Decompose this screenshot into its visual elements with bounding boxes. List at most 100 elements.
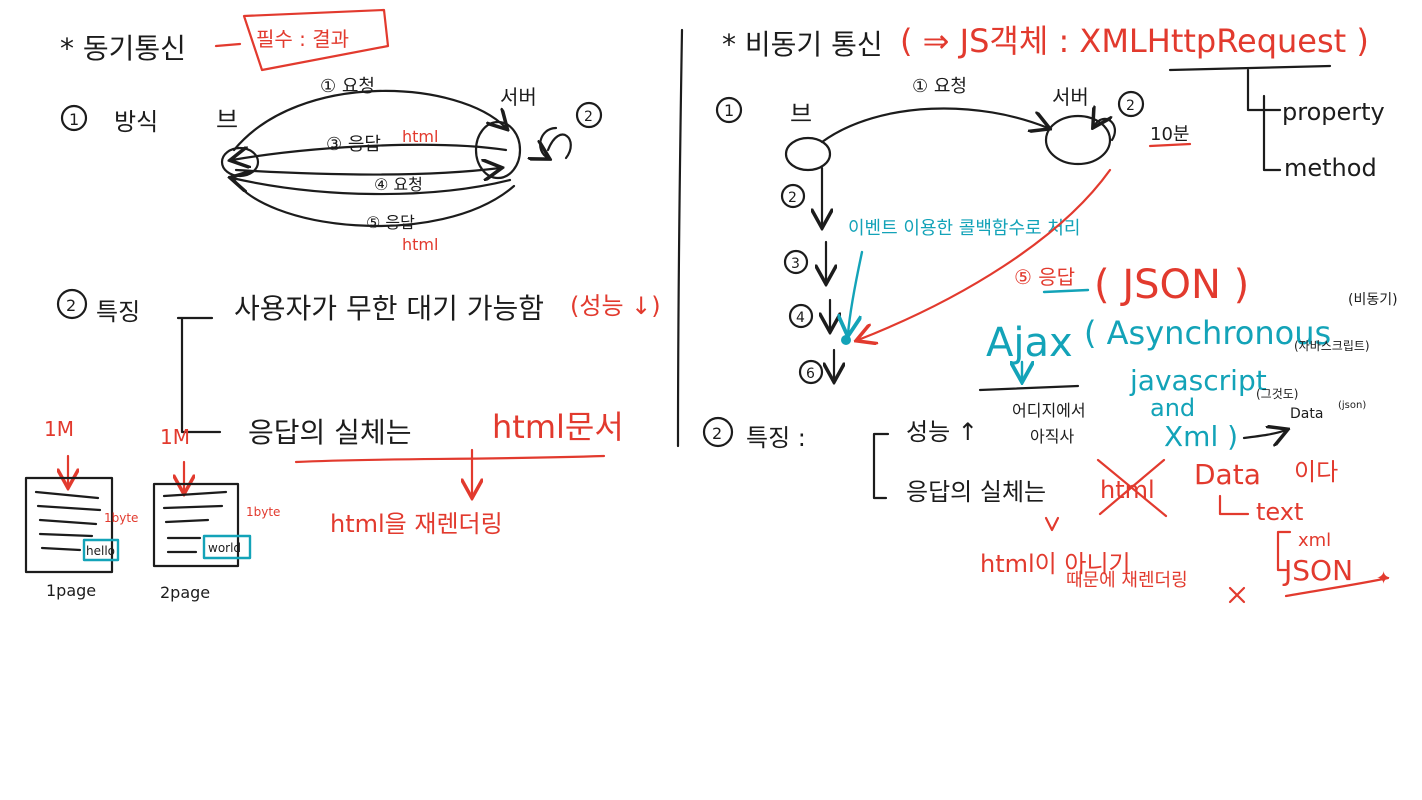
section2-num: 2	[66, 296, 76, 315]
ajax-xml: Xml )	[1164, 420, 1238, 453]
sync-step3: ③ 응답	[326, 134, 381, 155]
async-title: * 비동기 통신	[722, 28, 883, 61]
callback-dot	[841, 335, 851, 345]
page2-doc	[152, 482, 240, 568]
data-type-xml: xml	[1298, 530, 1331, 551]
response-arrow	[858, 168, 1112, 340]
server-step-circle	[575, 101, 603, 129]
ajax-asynchronous: ( Asynchronous	[1084, 314, 1331, 352]
async-section1-circle	[715, 96, 743, 124]
arc-response-1	[232, 143, 508, 160]
feature1-note: (성능 ↓)	[570, 292, 661, 320]
seq2-circle	[780, 183, 806, 209]
async-feature-bracket	[872, 432, 890, 500]
page2-size: 1M	[160, 425, 190, 449]
wait-time-underline	[1148, 142, 1192, 148]
tree-property: property	[1282, 98, 1385, 126]
sync-step5-html: html	[402, 235, 438, 254]
sync-step3-html: html	[402, 127, 438, 146]
page1-box-text: hello	[86, 544, 115, 558]
section-divider	[676, 28, 684, 448]
resp-line: 응답의 실체는	[906, 478, 1046, 506]
async-section2-label: 특징 :	[746, 424, 806, 452]
data-arrow-note: (json)	[1338, 400, 1366, 411]
title-dash	[214, 42, 242, 48]
seq-step2: 2	[788, 190, 797, 206]
section1-circle	[60, 104, 88, 132]
title-note-box	[242, 8, 390, 72]
data-type-json: JSON	[1282, 554, 1353, 587]
async-title-note: ( ⇒ JS객체 : XMLHttpRequest )	[900, 22, 1369, 60]
section1-label: 방식	[114, 108, 158, 136]
page1-lines	[34, 490, 102, 552]
async-server-node	[1044, 114, 1112, 166]
page1-byte: 1byte	[104, 511, 138, 525]
section1-num: 1	[69, 110, 79, 129]
json-underline	[1284, 576, 1390, 598]
perf-line: 성능 ↑	[906, 418, 978, 446]
sync-section: * 동기통신 필수 : 결과 1 방식 브 서버 2 ① 요청 ③ 응답 htm…	[24, 8, 661, 602]
seq6-circle	[798, 359, 824, 385]
seq-step3: 3	[791, 256, 800, 272]
async-section: * 비동기 통신 ( ⇒ JS객체 : XMLHttpRequest ) pro…	[702, 22, 1398, 604]
feature2-underline	[294, 454, 606, 464]
perf-overline	[978, 384, 1080, 392]
sync-step1: ① 요청	[320, 76, 375, 97]
async-step2-server: 2	[1126, 98, 1135, 114]
server-loop	[546, 133, 572, 160]
html-cross	[1096, 458, 1168, 518]
not-html: html이 아니기	[980, 550, 1131, 578]
data-arrow-pre: (그것도)	[1256, 387, 1298, 401]
json-star: ✦	[1376, 568, 1391, 589]
sync-step4: ④ 요청	[374, 175, 423, 194]
response: ⑤ 응답	[1014, 265, 1075, 289]
section2-label: 특징	[96, 298, 140, 326]
async-step1: ① 요청	[912, 76, 967, 97]
xhr-tree	[1168, 64, 1332, 172]
async-browser-node	[784, 136, 832, 172]
ajax: Ajax	[986, 320, 1073, 366]
seq-step6: 6	[806, 366, 815, 382]
rerender-note: html을 재렌더링	[330, 510, 503, 538]
no-rerender-cross	[1228, 586, 1246, 604]
not-html-arrow	[1044, 516, 1060, 532]
sync-step2: 2	[584, 109, 593, 125]
ajax-javascript: javascript	[1129, 364, 1267, 397]
arc-request-1	[232, 89, 506, 152]
feature-bracket	[176, 316, 222, 434]
async-browser-label: 브	[790, 100, 812, 128]
ajax-and: and	[1150, 394, 1195, 422]
ajax-async-note: (비동기)	[1348, 292, 1398, 308]
feature2: 응답의 실체는	[248, 416, 411, 449]
arc-response-2	[232, 178, 512, 196]
seq3-circle	[783, 249, 809, 275]
data-arrow	[1242, 430, 1286, 438]
page1-doc	[24, 476, 114, 574]
page2-byte: 1byte	[246, 505, 280, 519]
ajax-js-note: (자바스크립트)	[1294, 339, 1370, 353]
page2-box-text: world	[208, 541, 241, 555]
async-section1-num: 1	[724, 101, 734, 120]
arc-outer	[230, 174, 516, 227]
wait-time: 10분	[1150, 124, 1189, 145]
page2-caption: 2page	[160, 583, 210, 602]
response-underline	[1042, 288, 1090, 294]
event-note: 이벤트 이용한 콜백함수로 처리	[848, 218, 1080, 239]
sync-title: * 동기통신	[60, 32, 186, 65]
browser-label: 브	[216, 106, 238, 134]
no-rerender: 때문에 재렌더링	[1066, 570, 1188, 591]
page1-box	[82, 538, 120, 562]
arc-request-2	[234, 168, 500, 175]
async-section2-num: 2	[712, 424, 722, 443]
sync-title-note: 필수 : 결과	[256, 27, 349, 51]
page2-lines	[162, 490, 228, 554]
sync-step5: ⑤ 응답	[366, 213, 415, 232]
server-label: 서버	[500, 85, 537, 109]
response-json: ( JSON )	[1094, 262, 1249, 308]
seq4-circle	[788, 303, 814, 329]
section2-circle	[56, 288, 88, 320]
page2-box	[202, 534, 252, 560]
page1-caption: 1page	[46, 581, 96, 600]
data-types-brace	[1276, 530, 1292, 572]
